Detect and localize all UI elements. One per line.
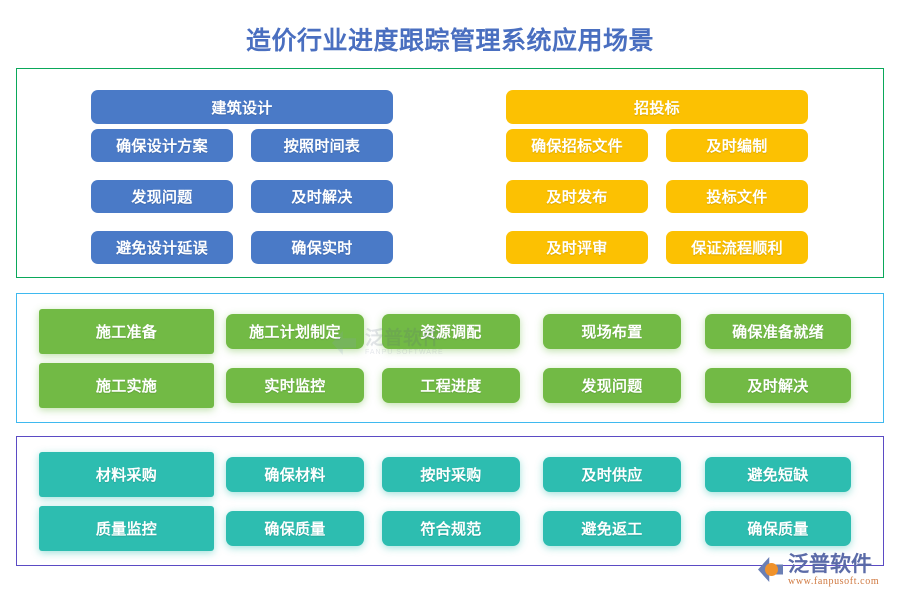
chip-design-1[interactable]: 确保设计方案 [91, 129, 233, 162]
category-construction-prep[interactable]: 施工准备 [39, 309, 214, 354]
brand-url: www.fanpusoft.com [788, 575, 880, 587]
panel-construction: 施工准备 施工计划制定 资源调配 现场布置 确保准备就绪 施工实施 实时监控 工… [16, 293, 884, 423]
chip-quality-1[interactable]: 确保质量 [226, 511, 364, 546]
chip-construction-exec-3[interactable]: 发现问题 [543, 368, 681, 403]
chip-bidding-1[interactable]: 确保招标文件 [506, 129, 648, 162]
fanpu-logo-icon [757, 555, 785, 585]
group-header-design[interactable]: 建筑设计 [91, 90, 393, 124]
panel-material-quality: 材料采购 确保材料 按时采购 及时供应 避免短缺 质量监控 确保质量 符合规范 … [16, 436, 884, 566]
chip-bidding-5[interactable]: 及时评审 [506, 231, 648, 264]
chip-material-2[interactable]: 按时采购 [382, 457, 520, 492]
chip-quality-2[interactable]: 符合规范 [382, 511, 520, 546]
group-header-bidding[interactable]: 招投标 [506, 90, 808, 124]
chip-design-6[interactable]: 确保实时 [251, 231, 393, 264]
chip-bidding-2[interactable]: 及时编制 [666, 129, 808, 162]
chip-quality-3[interactable]: 避免返工 [543, 511, 681, 546]
chip-construction-exec-1[interactable]: 实时监控 [226, 368, 364, 403]
brand-name: 泛普软件 [788, 552, 872, 576]
chip-construction-exec-2[interactable]: 工程进度 [382, 368, 520, 403]
page-title: 造价行业进度跟踪管理系统应用场景 [245, 27, 654, 55]
chip-quality-4[interactable]: 确保质量 [705, 511, 851, 546]
chip-material-4[interactable]: 避免短缺 [705, 457, 851, 492]
chip-design-5[interactable]: 避免设计延误 [91, 231, 233, 264]
chip-bidding-3[interactable]: 及时发布 [506, 180, 648, 213]
category-construction-exec[interactable]: 施工实施 [39, 363, 214, 408]
chip-material-3[interactable]: 及时供应 [543, 457, 681, 492]
panel-design-bidding: 建筑设计 确保设计方案 按照时间表 发现问题 及时解决 避免设计延误 确保实时 … [16, 68, 884, 278]
chip-construction-exec-4[interactable]: 及时解决 [705, 368, 851, 403]
chip-bidding-6[interactable]: 保证流程顺利 [666, 231, 808, 264]
chip-material-1[interactable]: 确保材料 [226, 457, 364, 492]
brand-text: 泛普软件 www.fanpusoft.com [788, 554, 879, 587]
chip-design-2[interactable]: 按照时间表 [251, 129, 393, 162]
chip-bidding-4[interactable]: 投标文件 [666, 180, 808, 213]
chip-construction-prep-3[interactable]: 现场布置 [543, 314, 681, 349]
chip-design-4[interactable]: 及时解决 [251, 180, 393, 213]
chip-construction-prep-2[interactable]: 资源调配 [382, 314, 520, 349]
category-quality-control[interactable]: 质量监控 [39, 506, 214, 551]
category-material-purchase[interactable]: 材料采购 [39, 452, 214, 497]
chip-construction-prep-1[interactable]: 施工计划制定 [226, 314, 364, 349]
chip-construction-prep-4[interactable]: 确保准备就绪 [705, 314, 851, 349]
chip-design-3[interactable]: 发现问题 [91, 180, 233, 213]
brand-logo: 泛普软件 www.fanpusoft.com [757, 548, 897, 592]
